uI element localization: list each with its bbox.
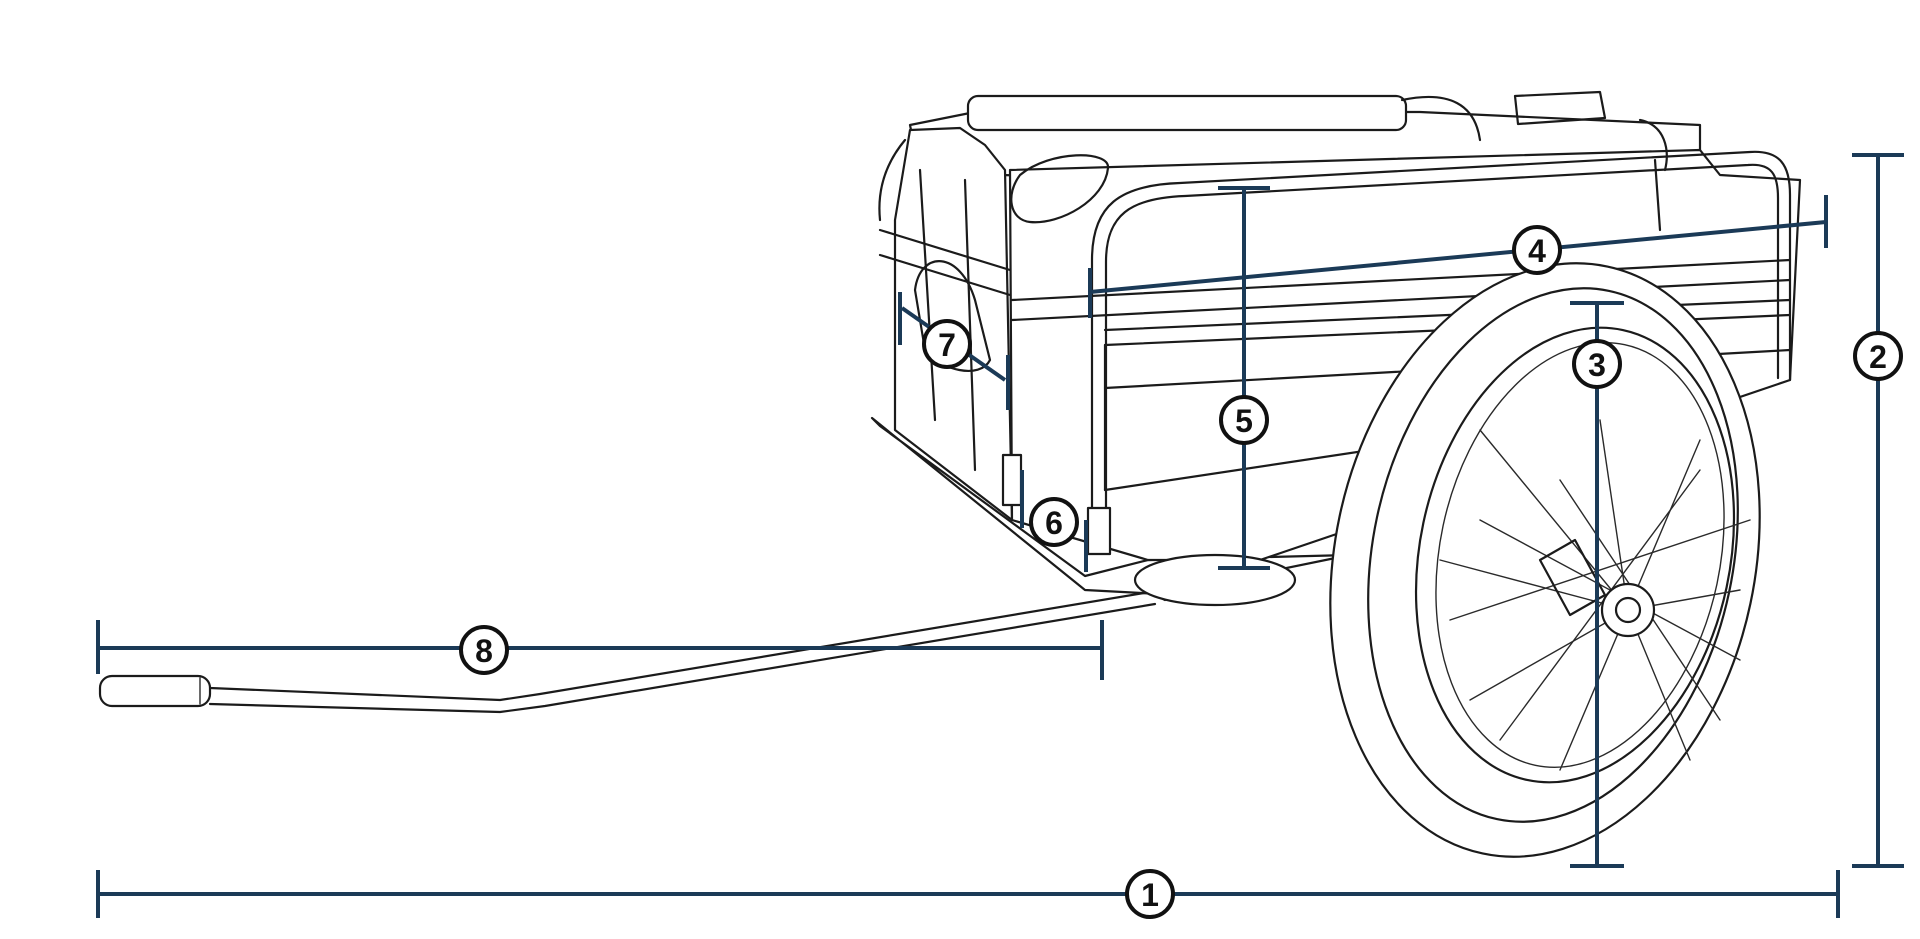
dimension-5-box-height	[1218, 186, 1270, 570]
callout-3: 3	[1572, 339, 1622, 389]
svg-text:2: 2	[1869, 339, 1887, 375]
side-handle	[1010, 154, 1110, 224]
dimension-8-tow-bar-length	[96, 620, 1104, 680]
svg-text:1: 1	[1141, 877, 1159, 913]
dimension-3-wheel-diameter	[1570, 301, 1624, 868]
callout-5: 5	[1219, 395, 1269, 445]
svg-text:4: 4	[1528, 233, 1546, 269]
frame-foot-front	[1001, 453, 1023, 507]
wheel	[1329, 262, 1761, 858]
callout-7: 7	[922, 319, 972, 369]
back-wall-top-roll	[966, 94, 1408, 132]
callout-badges: 1 2 3 4 5 6 7 8	[459, 225, 1903, 919]
tow-bar-grip	[98, 674, 212, 708]
under-fender	[1133, 553, 1297, 607]
svg-text:5: 5	[1235, 403, 1253, 439]
callout-6: 6	[1029, 497, 1079, 547]
svg-text:8: 8	[475, 633, 493, 669]
wheel-hub	[1600, 582, 1656, 638]
dimension-lines	[96, 153, 1904, 918]
dimension-6-floor-edge	[1020, 470, 1088, 572]
callout-8: 8	[459, 625, 509, 675]
callout-2: 2	[1853, 331, 1903, 381]
side-frame-tube	[1090, 150, 1792, 542]
dimension-4-box-length	[1088, 195, 1828, 318]
svg-text:6: 6	[1045, 505, 1063, 541]
callout-4: 4	[1512, 225, 1562, 275]
svg-text:3: 3	[1588, 347, 1606, 383]
frame-foot	[1086, 506, 1112, 556]
trailer-illustration	[98, 90, 1802, 858]
svg-text:7: 7	[938, 327, 956, 363]
dimension-1-overall-length	[96, 870, 1840, 918]
tow-bar	[98, 590, 1167, 714]
dimension-2-overall-height	[1852, 153, 1904, 868]
callout-1: 1	[1125, 869, 1175, 919]
